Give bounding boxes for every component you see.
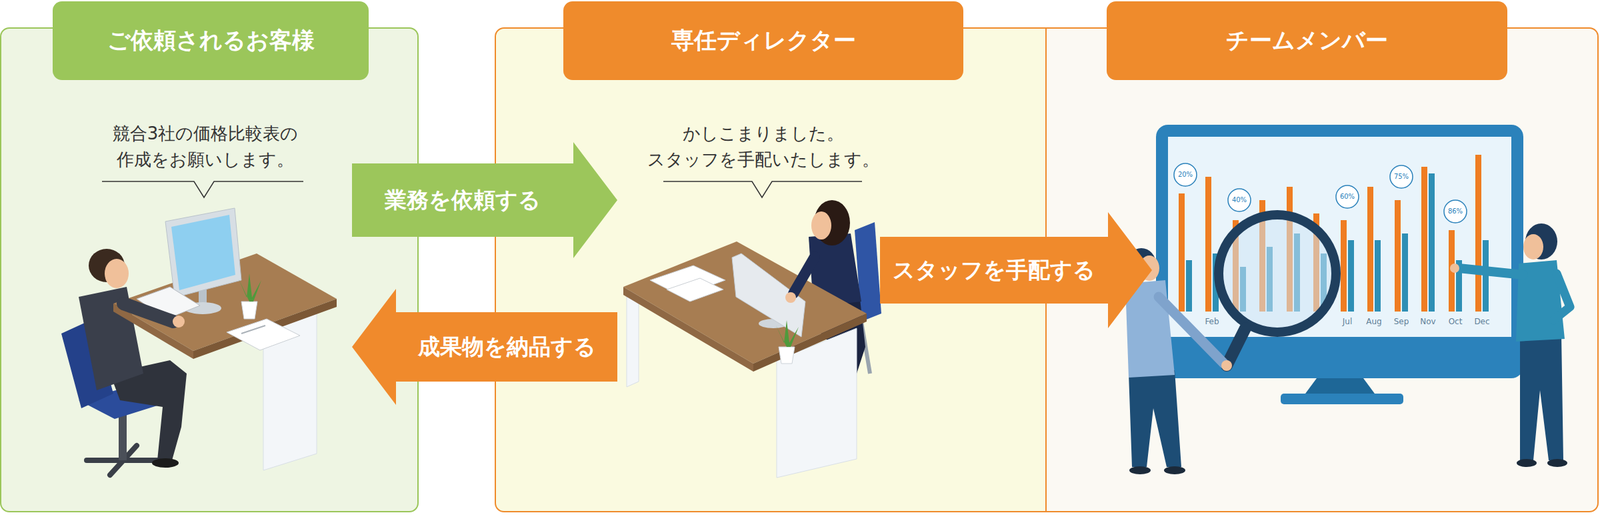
percent-badge [1228, 188, 1251, 212]
month-label: Feb [1204, 317, 1219, 326]
chair-post [118, 413, 127, 460]
percent-badge [1174, 163, 1197, 186]
chart-bar [1428, 173, 1435, 312]
month-label: Nov [1420, 317, 1436, 326]
speech-text: 競合3社の価格比較表の 作成をお願いします。 [111, 120, 300, 173]
month-label: Dec [1474, 317, 1490, 326]
edge-label: 業務を依頼する [382, 186, 544, 214]
chart-bar [1374, 240, 1381, 312]
plant-leaves [238, 273, 262, 302]
monitor-screen [1168, 136, 1512, 337]
person-shoe [1547, 458, 1568, 467]
monitor-screen [171, 214, 236, 290]
person-shoe [152, 458, 179, 468]
month-label: Aug [1366, 317, 1382, 326]
chart-bar [1205, 176, 1212, 312]
percent-label: 60% [1340, 193, 1355, 200]
month-label: Oct [1448, 317, 1463, 326]
person-hand [785, 292, 796, 303]
plant-pot [241, 301, 258, 319]
paper [666, 278, 724, 302]
person-arm [1158, 296, 1224, 364]
person-hand [1221, 360, 1232, 371]
chart-bar [1186, 260, 1192, 312]
chart-bar [1340, 220, 1347, 312]
person-shoe [1516, 458, 1537, 467]
person-shoe [1129, 466, 1151, 474]
chart-bar [1348, 240, 1354, 312]
chart-bar [1421, 166, 1428, 312]
monitor-frame [165, 208, 242, 298]
person-face [811, 211, 832, 240]
person-face [1523, 234, 1544, 260]
edge-label: 成果物を納品する [415, 333, 599, 360]
plant-leaves [776, 320, 799, 347]
person-arm [1458, 268, 1524, 275]
percent-badge [1336, 185, 1359, 208]
month-label: Jul [1342, 317, 1352, 326]
paper-line [241, 325, 266, 334]
monitor-frame [1156, 124, 1524, 378]
percent-label: 40% [1232, 196, 1247, 204]
edge-label: スタッフを手配する [890, 256, 1098, 284]
person-hand [1450, 263, 1460, 273]
percent-badge [1390, 165, 1413, 188]
panel-header: ご依頼されるお客様 [52, 1, 369, 80]
panel-header: 専任ディレクター [563, 1, 964, 80]
desk-leg [626, 288, 639, 387]
chart-bar [1394, 200, 1401, 312]
desk-leg [776, 328, 857, 478]
monitor-base [1280, 393, 1404, 404]
person-hand [172, 315, 185, 328]
percent-label: 86% [1448, 208, 1463, 215]
chart-bar [1402, 233, 1408, 312]
person-arm [123, 303, 174, 322]
chart-bar [1178, 193, 1185, 312]
panel-header: チームメンバー [1106, 1, 1508, 80]
chart-bar [1367, 186, 1374, 312]
person-face [104, 258, 129, 288]
desk-edge [753, 313, 867, 372]
monitor-stand [1305, 378, 1375, 394]
magnifier-handle [1226, 328, 1246, 366]
percent-label: 20% [1178, 171, 1193, 178]
magnifier-lens [1218, 214, 1336, 332]
month-label: Sep [1394, 317, 1410, 326]
person-shoe [1164, 466, 1186, 474]
plant-pot [778, 346, 795, 364]
percent-label: 75% [1394, 173, 1409, 180]
chart-bar [1475, 154, 1482, 312]
percent-badge [1444, 200, 1467, 223]
speech-text: かしこまりました。 スタッフを手配いたします。 [646, 120, 881, 173]
